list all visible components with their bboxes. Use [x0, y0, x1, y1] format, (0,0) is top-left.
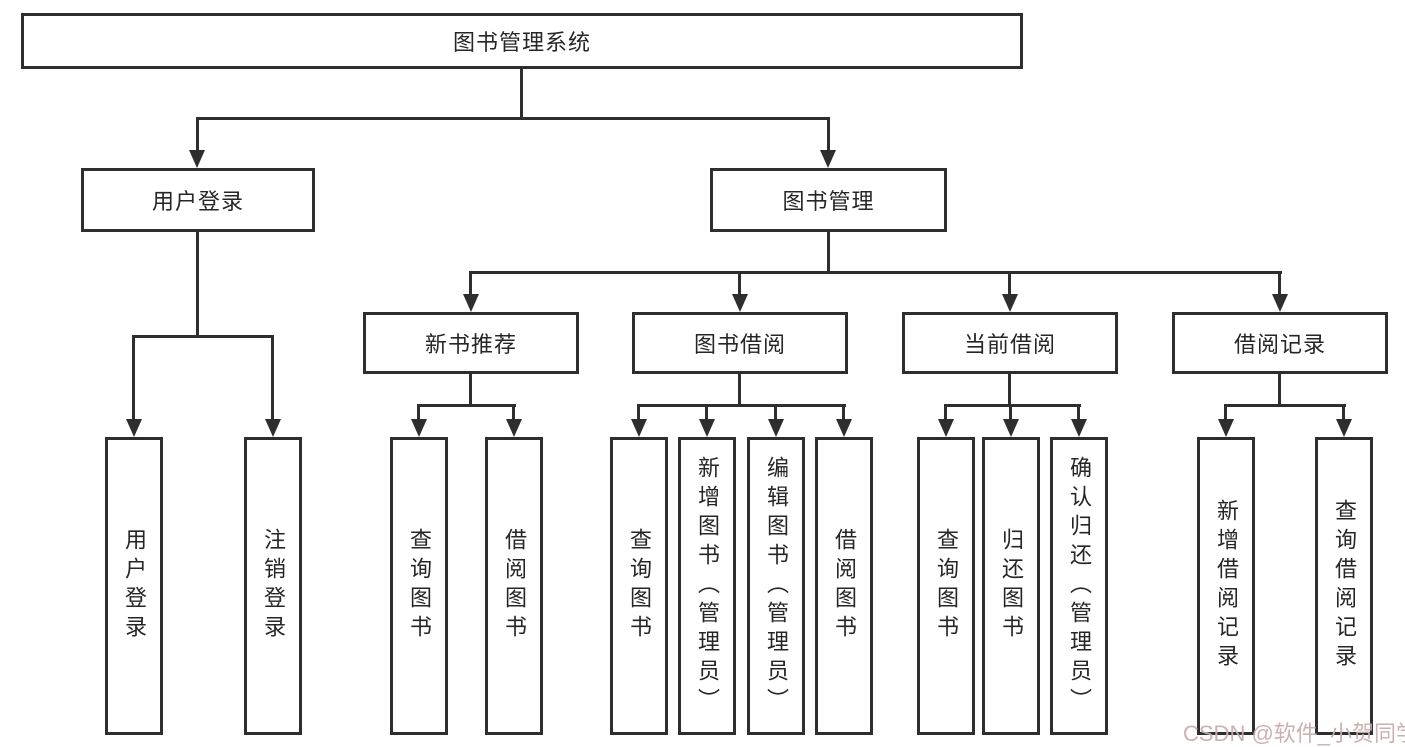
connector-current-borrow-stem — [1008, 374, 1011, 405]
arrow-down-icon — [699, 419, 715, 437]
leaf-add-book-admin: 新增图书（管理员） — [678, 437, 736, 735]
connector-new-book-stem — [469, 374, 472, 405]
connector-stub-borrow-records — [1278, 271, 1281, 294]
connector-leaf-stub — [1224, 404, 1227, 420]
leaf-label: 用户登录 — [122, 528, 147, 644]
leaf-label: 查询图书 — [627, 528, 652, 644]
leaf-user-login: 用户登录 — [105, 437, 163, 735]
arrow-down-icon — [1071, 419, 1087, 437]
connector-level1-bus — [196, 117, 830, 120]
connector-leaf-stub — [774, 404, 777, 420]
leaf-confirm-return-admin: 确认归还（管理员） — [1050, 437, 1108, 735]
leaf-label: 编辑图书（管理员） — [764, 455, 789, 717]
connector-leaf-stub — [842, 404, 845, 420]
arrow-down-icon — [411, 419, 427, 437]
connector-root-stem — [520, 69, 523, 117]
connector-stub-leaf-user-login — [132, 335, 135, 420]
leaf-label: 新增图书（管理员） — [695, 455, 720, 717]
leaf-label: 确认归还（管理员） — [1067, 455, 1092, 717]
connector-new-book-bus — [417, 404, 516, 407]
connector-user-login-bus — [132, 335, 274, 338]
node-book-management: 图书管理 — [710, 168, 947, 232]
connector-leaf-stub — [512, 404, 515, 420]
arrow-down-icon — [506, 419, 522, 437]
arrow-down-icon — [938, 419, 954, 437]
node-new-book-recommend: 新书推荐 — [363, 312, 579, 374]
leaf-query-books-current: 查询图书 — [917, 437, 975, 735]
node-book-borrowing: 图书借阅 — [632, 312, 848, 374]
connector-level2-bus — [469, 271, 1282, 274]
arrow-down-icon — [1003, 419, 1019, 437]
connector-stub-book-management — [827, 117, 830, 151]
connector-book-management-stem — [827, 232, 830, 271]
connector-stub-new-book — [469, 271, 472, 294]
arrow-down-icon — [1218, 419, 1234, 437]
leaf-borrow-books-borrowing: 借阅图书 — [815, 437, 873, 735]
connector-leaf-stub — [1009, 404, 1012, 420]
connector-stub-user-login — [196, 117, 199, 151]
arrow-down-icon — [631, 419, 647, 437]
connector-leaf-stub — [417, 404, 420, 420]
leaf-return-books: 归还图书 — [982, 437, 1040, 735]
arrow-down-icon — [1336, 419, 1352, 437]
connector-borrow-records-stem — [1278, 374, 1281, 405]
connector-borrow-records-bus — [1224, 404, 1346, 407]
arrow-down-icon — [1002, 294, 1018, 312]
arrow-down-icon — [126, 419, 142, 437]
leaf-query-borrow-record: 查询借阅记录 — [1315, 437, 1373, 735]
arrow-down-icon — [1272, 294, 1288, 312]
connector-stub-book-borrow — [738, 271, 741, 294]
leaf-query-books-recommend: 查询图书 — [390, 437, 448, 735]
node-borrowing-records: 借阅记录 — [1172, 312, 1388, 374]
leaf-label: 查询图书 — [407, 528, 432, 644]
arrow-down-icon — [189, 150, 205, 168]
connector-leaf-stub — [1077, 404, 1080, 420]
connector-leaf-stub — [705, 404, 708, 420]
leaf-label: 归还图书 — [999, 528, 1024, 644]
connector-book-borrow-stem — [738, 374, 741, 405]
connector-leaf-stub — [1342, 404, 1345, 420]
connector-book-borrow-bus — [637, 404, 846, 407]
connector-leaf-stub — [637, 404, 640, 420]
arrow-down-icon — [768, 419, 784, 437]
leaf-query-books-borrowing: 查询图书 — [610, 437, 668, 735]
leaf-borrow-books-recommend: 借阅图书 — [485, 437, 543, 735]
connector-user-login-stem — [196, 232, 199, 335]
arrow-down-icon — [463, 294, 479, 312]
connector-leaf-stub — [944, 404, 947, 420]
leaf-label: 注销登录 — [261, 528, 286, 644]
node-library-management-system: 图书管理系统 — [21, 13, 1023, 69]
connector-current-borrow-bus — [944, 404, 1081, 407]
leaf-label: 查询借阅记录 — [1332, 499, 1357, 673]
leaf-add-borrow-record: 新增借阅记录 — [1197, 437, 1255, 735]
arrow-down-icon — [732, 294, 748, 312]
node-current-borrowing: 当前借阅 — [902, 312, 1118, 374]
leaf-label: 借阅图书 — [502, 528, 527, 644]
leaf-label: 借阅图书 — [832, 528, 857, 644]
arrow-down-icon — [265, 419, 281, 437]
leaf-label: 查询图书 — [934, 528, 959, 644]
leaf-edit-book-admin: 编辑图书（管理员） — [747, 437, 805, 735]
leaf-logout: 注销登录 — [244, 437, 302, 735]
arrow-down-icon — [820, 150, 836, 168]
connector-stub-leaf-logout — [271, 335, 274, 420]
connector-stub-current-borrow — [1008, 271, 1011, 294]
arrow-down-icon — [836, 419, 852, 437]
csdn-watermark: CSDN @软件_小贺同学 — [1183, 721, 1405, 746]
leaf-label: 新增借阅记录 — [1214, 499, 1239, 673]
node-user-login: 用户登录 — [81, 168, 315, 232]
